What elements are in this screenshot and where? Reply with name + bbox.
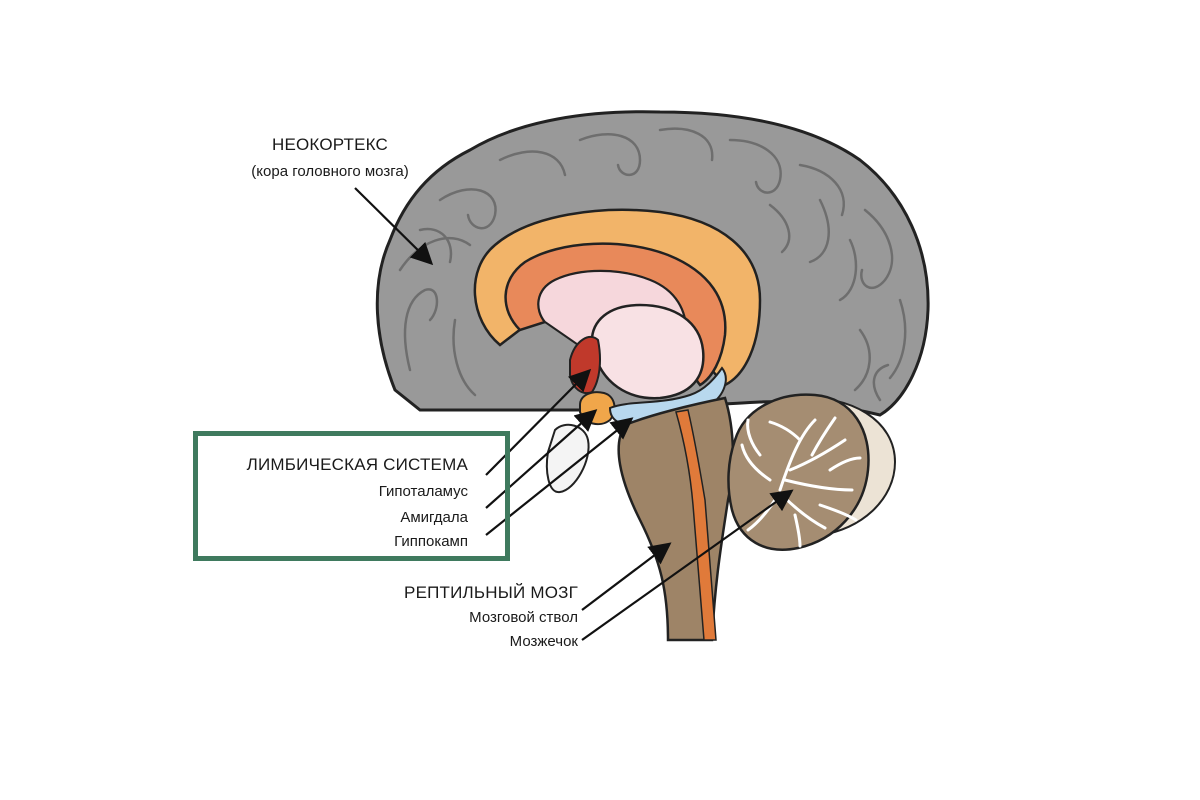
limbic-item-amygdala: Амигдала [400,509,468,526]
limbic-highlight-box [193,431,510,561]
arrow-amygdala [485,409,598,509]
brainstem-region [617,396,735,642]
arrow-cerebellum [581,489,794,641]
arrow-brainstem [581,542,672,611]
limbic-item-hippocampus: Гиппокамп [394,533,468,550]
neocortex-title: НЕОКОРТЕКС [272,135,388,154]
brainstem-core [675,409,717,641]
reptilian-item-brainstem: Мозговой ствол [469,609,578,626]
cortex-gyri [398,127,907,402]
reptilian-title: РЕПТИЛЬНЫЙ МОЗГ [404,583,578,602]
limbic-item-hypothalamus: Гипоталамус [379,483,469,500]
arrow-neocortex [354,187,434,266]
neocortex-subtitle: (кора головного мозга) [251,163,408,180]
arrow-hypothalamus [485,368,592,476]
arrow-hippocampus [485,417,634,536]
thalamus [590,303,705,400]
limbic-title: ЛИМБИЧЕСКАЯ СИСТЕМА [247,455,469,474]
arrows [354,187,794,641]
reptilian-item-cerebellum: Мозжечок [510,633,579,650]
